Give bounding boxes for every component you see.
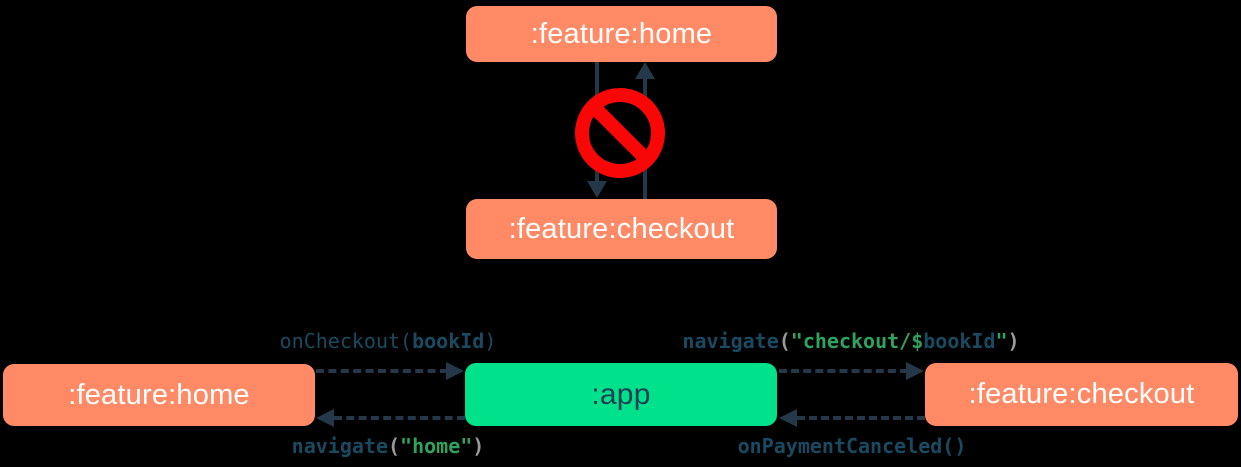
node-feature-checkout-bottom: :feature:checkout — [925, 363, 1238, 426]
arrow-home-to-app-line — [316, 369, 448, 373]
node-feature-home-bottom: :feature:home — [3, 364, 315, 426]
code-segment: ( — [778, 329, 791, 353]
code-segment: " — [995, 329, 1008, 353]
label-on-payment-canceled: onPaymentCanceled() — [738, 434, 967, 458]
arrow-app-to-home-head — [316, 409, 334, 427]
code-segment: onCheckout( — [279, 329, 413, 353]
code-segment: navigate — [682, 329, 779, 353]
label-navigate-checkout: navigate("checkout/$bookId") — [682, 329, 1019, 353]
arrow-app-to-checkout-line — [779, 369, 908, 373]
code-segment: "checkout/$ — [790, 329, 924, 353]
node-feature-home-top: :feature:home — [466, 6, 777, 62]
code-segment: navigate — [291, 434, 388, 458]
arrow-home-to-checkout-head — [587, 181, 607, 198]
label-on-checkout: onCheckout(bookId) — [280, 329, 497, 353]
arrow-app-to-home-line — [334, 416, 465, 420]
code-segment: ) — [484, 329, 497, 353]
arrow-app-to-checkout-head — [906, 362, 924, 380]
node-label: :app — [591, 377, 651, 411]
node-label: :feature:checkout — [508, 212, 735, 245]
node-label: :feature:home — [68, 378, 250, 411]
label-navigate-home: navigate("home") — [292, 434, 485, 458]
code-segment: onPaymentCanceled() — [737, 434, 967, 458]
arrow-checkout-to-home-head — [635, 62, 655, 79]
code-segment: ) — [472, 434, 485, 458]
node-app: :app — [465, 363, 777, 426]
no-entry-icon — [575, 88, 665, 178]
arrow-home-to-app-head — [446, 362, 464, 380]
node-label: :feature:home — [530, 17, 713, 50]
code-segment: "home" — [400, 434, 473, 458]
code-segment: ( — [387, 434, 401, 458]
arrow-checkout-to-app-head — [779, 409, 797, 427]
arrow-checkout-to-app-line — [797, 416, 925, 420]
code-segment: ) — [1007, 329, 1020, 353]
node-feature-checkout-top: :feature:checkout — [466, 199, 777, 259]
node-label: :feature:checkout — [968, 378, 1195, 410]
code-segment: bookId — [412, 329, 485, 353]
code-segment: bookId — [923, 329, 996, 353]
